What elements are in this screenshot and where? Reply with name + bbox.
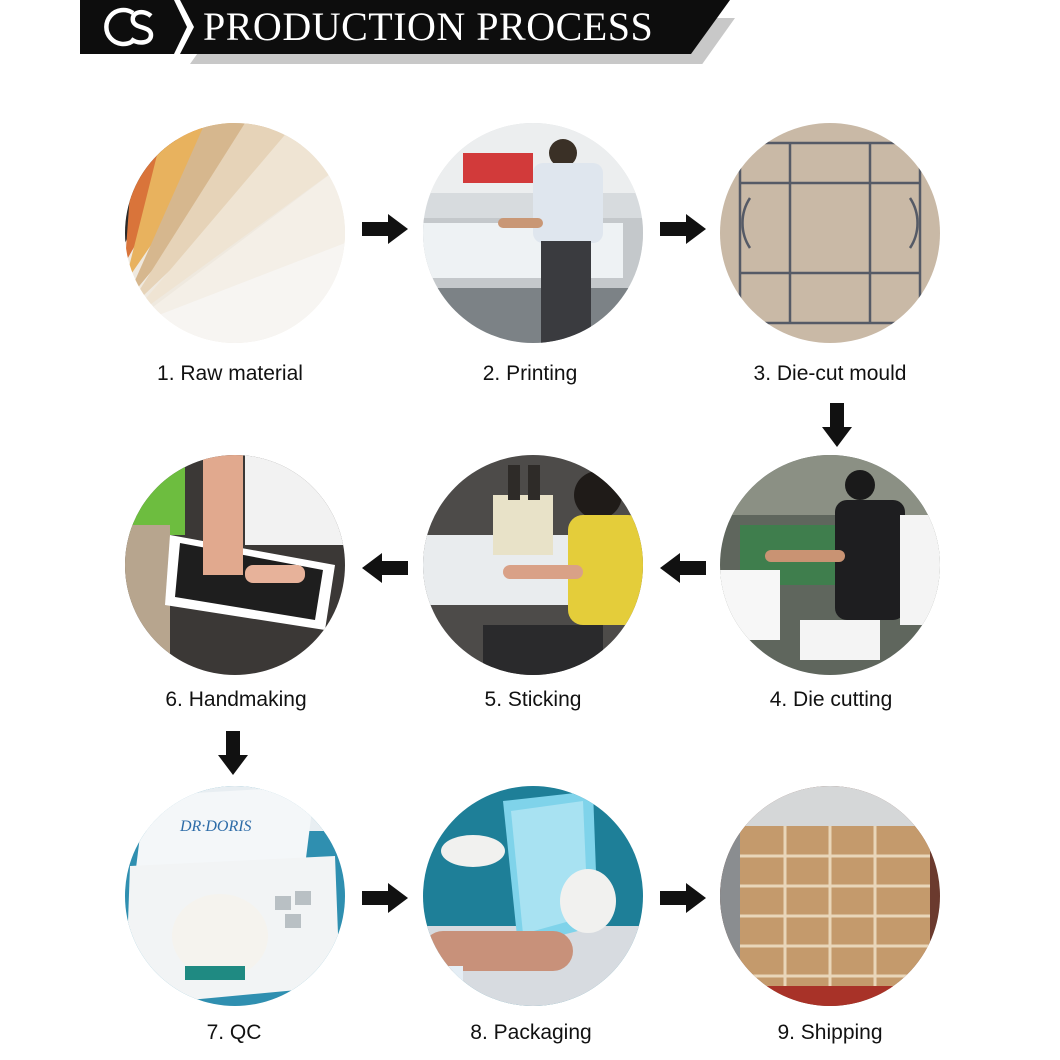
step-8-photo [423, 786, 643, 1006]
step-3-label: 3. Die-cut mould [753, 362, 907, 385]
arrow-right-icon [660, 883, 706, 913]
company-logo [82, 2, 174, 52]
sticking-image [423, 455, 643, 675]
die-cutting-image [720, 455, 940, 675]
page-title: PRODUCTION PROCESS [203, 4, 654, 49]
arrow-right-icon [362, 214, 408, 244]
cs-logo-icon [104, 7, 154, 47]
step-8-label: 8. Packaging [470, 1021, 592, 1044]
arrow-down-icon [822, 403, 852, 447]
shipping-image [720, 786, 940, 1006]
arrow-down-icon [218, 731, 248, 775]
step-1-photo [125, 123, 345, 343]
step-5-label: 5. Sticking [484, 688, 582, 711]
step-3-photo [720, 123, 940, 343]
step-5-photo [423, 455, 643, 675]
arrow-right-icon [362, 883, 408, 913]
qc-image: DR·DORIS [125, 786, 345, 1006]
step-9-photo [720, 786, 940, 1006]
printing-image [423, 123, 643, 343]
step-6-photo [125, 455, 345, 675]
step-2-label: 2. Printing [482, 362, 578, 385]
step-4-label: 4. Die cutting [769, 688, 893, 711]
arrow-right-icon [660, 214, 706, 244]
die-cut-mould-image [720, 123, 940, 343]
packaging-image [423, 786, 643, 1006]
step-4-photo [720, 455, 940, 675]
arrow-left-icon [362, 553, 408, 583]
step-7-photo: DR·DORIS [125, 786, 345, 1006]
raw-material-image [125, 123, 345, 343]
step-7-label: 7. QC [206, 1021, 262, 1044]
step-9-label: 9. Shipping [777, 1021, 883, 1044]
step-1-label: 1. Raw material [157, 362, 303, 385]
box-brand-text: DR·DORIS [179, 818, 252, 835]
step-6-label: 6. Handmaking [165, 688, 307, 711]
handmaking-image [125, 455, 345, 675]
step-2-photo [423, 123, 643, 343]
arrow-left-icon [660, 553, 706, 583]
